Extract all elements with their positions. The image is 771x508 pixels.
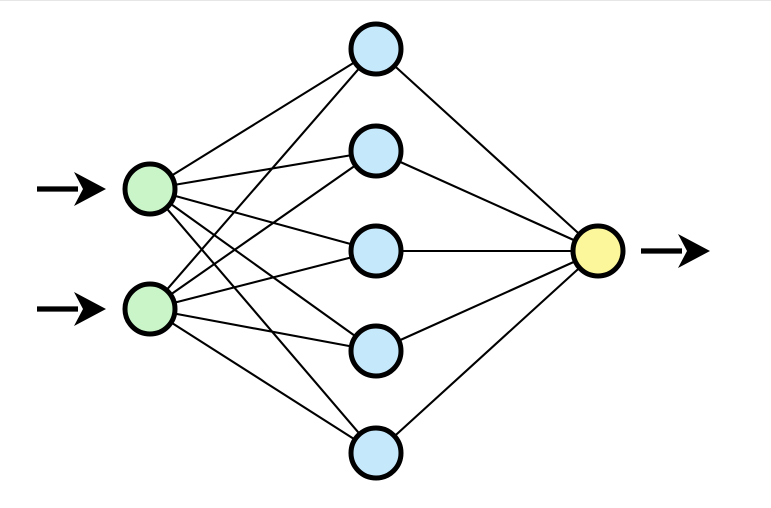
input-arrow-bottom-head-icon — [74, 292, 106, 326]
hidden-layer-node-4[interactable] — [348, 323, 404, 379]
output-arrow — [641, 234, 710, 268]
node-h5[interactable] — [348, 425, 404, 481]
arrows-group — [37, 172, 710, 326]
edge-h5-o1 — [392, 266, 582, 438]
nodes-group — [122, 21, 626, 481]
edge-h1-o1 — [392, 64, 582, 236]
output-layer-node-1[interactable] — [570, 223, 626, 279]
edge-i1-h4 — [168, 201, 358, 339]
input-layer-node-2[interactable] — [122, 281, 178, 337]
edges-group — [164, 60, 582, 442]
hidden-layer-node-2[interactable] — [348, 123, 404, 179]
edge-h2-o1 — [396, 159, 578, 243]
edge-i2-h4 — [172, 312, 354, 348]
node-h2[interactable] — [348, 123, 404, 179]
node-i2[interactable] — [122, 281, 178, 337]
hidden-layer-node-1[interactable] — [348, 21, 404, 77]
edge-i1-h3 — [172, 194, 354, 246]
edge-i1-h2 — [172, 153, 354, 187]
node-h4[interactable] — [348, 323, 404, 379]
node-i1[interactable] — [122, 161, 178, 217]
edge-h4-o1 — [396, 259, 578, 343]
node-o1[interactable] — [570, 223, 626, 279]
edge-i1-h5 — [164, 206, 362, 436]
output-arrow-head-icon — [678, 234, 710, 268]
edge-i2-h2 — [168, 163, 358, 297]
input-arrow-top — [37, 172, 106, 206]
hidden-layer-node-3[interactable] — [348, 223, 404, 279]
input-layer-node-1[interactable] — [122, 161, 178, 217]
edge-i1-h1 — [169, 60, 357, 178]
edge-i2-h5 — [169, 320, 357, 442]
node-h3[interactable] — [348, 223, 404, 279]
edge-i2-h3 — [172, 255, 354, 305]
node-h1[interactable] — [348, 21, 404, 77]
edge-i2-h1 — [164, 66, 362, 292]
input-arrow-bottom — [37, 292, 106, 326]
input-arrow-top-head-icon — [74, 172, 106, 206]
hidden-layer-node-5[interactable] — [348, 425, 404, 481]
